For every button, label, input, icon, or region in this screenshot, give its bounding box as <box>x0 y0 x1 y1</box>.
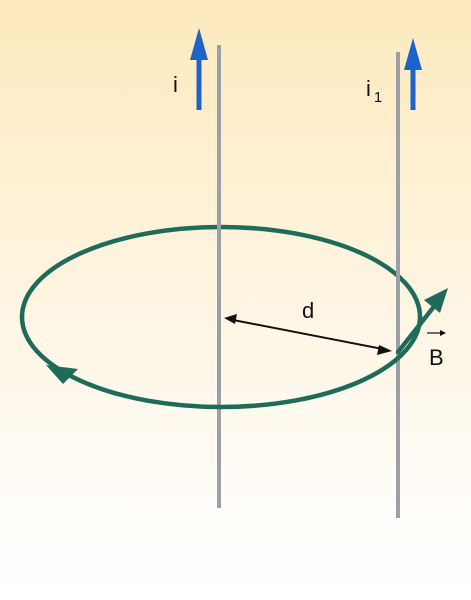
label-current-right-main: i <box>366 76 371 101</box>
distance-arrowhead-right-icon <box>377 345 392 355</box>
label-distance: d <box>302 298 314 323</box>
current-arrow-left-icon <box>190 28 208 60</box>
tangent-field-arrow <box>395 301 439 355</box>
current-arrow-right-icon <box>404 38 422 70</box>
b-vector-arrowhead-icon <box>440 330 446 336</box>
label-current-left: i <box>173 72 178 97</box>
field-loop-front <box>19 314 423 410</box>
label-field: B <box>429 345 444 370</box>
distance-arrow <box>227 318 389 351</box>
loop-direction-arrow-icon <box>46 365 78 384</box>
label-current-right-subscript: 1 <box>374 89 382 106</box>
tangent-field-arrowhead-icon <box>424 288 448 313</box>
distance-arrowhead-left-icon <box>224 314 237 324</box>
